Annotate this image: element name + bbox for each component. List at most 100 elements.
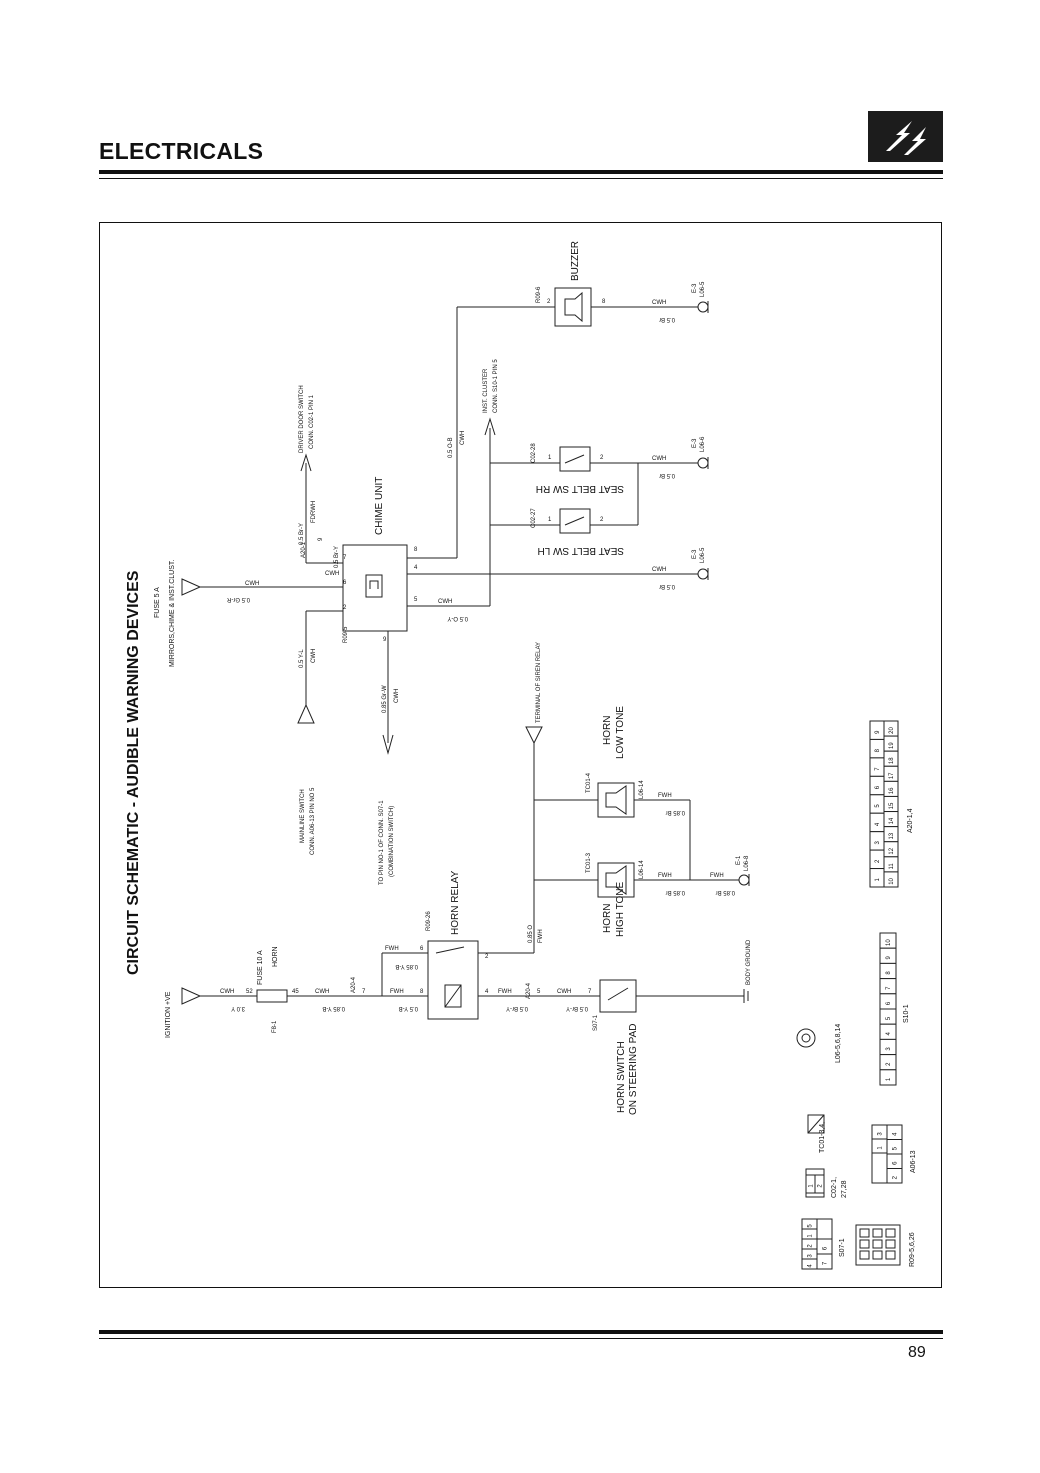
driver-door-line1: DRIVER DOOR SWITCH (299, 385, 305, 453)
seat-lh-gnd2: L06-5 (700, 547, 706, 563)
c02-cell (805, 1174, 816, 1194)
fuse10-pin-in: 52 (246, 989, 253, 995)
a20-row2-pin: 17 (889, 772, 895, 779)
s10-cell (879, 962, 897, 980)
a20-4-left-label: A20-4 (351, 976, 357, 993)
horn-relay-label: HORN RELAY (450, 870, 461, 935)
seat-rh-contact (564, 454, 585, 464)
chime-p2: 2 (343, 605, 347, 611)
buzzer-p8: 8 (602, 299, 606, 305)
svg-text:L06-5,6,8,14: L06-5,6,8,14 (835, 1024, 842, 1063)
buzzer-ref: R09-6 (536, 286, 542, 303)
chime-p8: 8 (414, 547, 418, 553)
a20-row2-pin: 15 (889, 802, 895, 809)
horn-low-wire: FWH (658, 793, 672, 799)
a20-row1-cell (869, 757, 885, 777)
s10-cell (879, 1054, 897, 1071)
chime-wire5: CWH (438, 599, 452, 605)
horn-relay-size-top: 0.85 Y-B (395, 963, 418, 969)
s10-cell (879, 1038, 897, 1056)
svg-text:S10-1: S10-1 (903, 1004, 910, 1023)
horn-high-wire: FWH (658, 873, 672, 879)
svg-text:A20-1,4: A20-1,4 (907, 808, 914, 833)
horn-relay-p8: 8 (420, 989, 424, 995)
seat-lh-ground-icon (697, 568, 709, 580)
r09-terminal (885, 1228, 896, 1238)
schematic-frame: CIRCUIT SCHEMATIC - AUDIBLE WARNING DEVI… (99, 222, 942, 1288)
a06-row1-pin: 3 (878, 1132, 884, 1136)
s10-cell (879, 1069, 897, 1086)
horn-ground-ref: E-1 (736, 855, 742, 865)
a20-row1-pin: 4 (875, 822, 881, 826)
a20-row1-pin: 9 (875, 730, 881, 734)
s07-row1-pin: 5 (808, 1224, 814, 1228)
a20-row1-pin: 7 (875, 767, 881, 771)
a06-row2-cell (886, 1124, 903, 1140)
s10-cell (879, 1008, 897, 1025)
mainline-line1: MAINLINE SWITCH (300, 789, 306, 843)
horn-ground-wire: FWH (710, 873, 724, 879)
s07-row2-pin: 6 (823, 1246, 829, 1250)
s10-pin: 1 (886, 1077, 892, 1081)
inst-cluster-arrow-icon (484, 417, 496, 436)
svg-text:R09-5,6,26: R09-5,6,26 (909, 1232, 916, 1267)
seat-rh-p1: 1 (548, 455, 552, 461)
page-title: ELECTRICALS (99, 138, 264, 164)
a06-row2-pin: 4 (893, 1132, 899, 1136)
relay-out-size: 0.85 O (528, 925, 534, 943)
seat-rh-ground-icon (697, 457, 709, 469)
buzzer-wire-size: 0.5 O-B (448, 437, 454, 458)
a06-row2-pin: 2 (893, 1175, 899, 1179)
svg-text:S07-1: S07-1 (839, 1238, 846, 1257)
seat-lh-size: 0.5 Br (659, 583, 675, 589)
s07-row2-pin: 7 (823, 1261, 829, 1265)
fuse10-size-in: 3.0 Y (231, 1005, 245, 1011)
s10-pin: 7 (886, 986, 892, 990)
connector-tc01: TC01-3,4, (807, 1114, 826, 1153)
a20-row1-cell (869, 849, 885, 870)
seat-lh-switch-box (559, 508, 591, 534)
ignition-terminal (181, 987, 202, 1005)
chime-size7: 0.5 Br-Y (334, 546, 340, 568)
a20-4-right-size: 0.5 Br-Y (506, 1005, 528, 1011)
chime-wire-a: FDRWH (311, 501, 317, 523)
s07-row1-pin: 1 (808, 1234, 814, 1238)
s07-row2-cell (816, 1238, 833, 1255)
r09-terminal (859, 1239, 870, 1249)
s10-pin: 4 (886, 1031, 892, 1035)
fuse5-desc: MIRRORS,CHIME & INST.CLUST. (169, 560, 176, 667)
a06-row2-pin: 5 (893, 1146, 899, 1150)
fuse5-size: 0.5 Gr-R (226, 596, 250, 602)
fuse10-body (256, 989, 288, 1003)
chime-symbol (365, 574, 383, 598)
mainline-size: 0.5 Y-L (299, 649, 305, 668)
horn-low-label1: HORN (602, 716, 613, 745)
buzzer-p2: 2 (547, 299, 551, 305)
a20-row2-pin: 14 (889, 817, 895, 824)
s10-pin: 3 (886, 1047, 892, 1051)
horn-switch-box (599, 979, 637, 1013)
seat-lh-wire: CWH (652, 567, 666, 573)
fuse10-sub: HORN (272, 946, 279, 967)
buzzer-wire: CWH (652, 300, 666, 306)
ignition-label: IGNITION +VE (165, 991, 172, 1038)
lightning-bolts-icon (868, 111, 943, 162)
horn-relay-p4: 4 (485, 989, 489, 995)
a20-4-right-pin: 5 (537, 989, 541, 995)
r09-terminal (872, 1239, 883, 1249)
seat-rh-size: 0.5 Br (659, 472, 675, 478)
a20-row2-pin: 16 (889, 787, 895, 794)
relay-out-wire: FWH (538, 929, 544, 943)
buzzer-icon (564, 291, 583, 323)
c02-cell (814, 1174, 825, 1194)
driver-door-line2: CONN. C02-1 PIN 1 (309, 394, 315, 449)
chime-size5: 0.5 O-Y (447, 615, 468, 621)
seat-lh-label: SEAT BELT SW LH (537, 545, 624, 556)
a06-row2-cell (886, 1153, 903, 1169)
buzzer-gnd: E-3 (692, 283, 698, 293)
horn-relay-p2: 2 (485, 954, 489, 960)
